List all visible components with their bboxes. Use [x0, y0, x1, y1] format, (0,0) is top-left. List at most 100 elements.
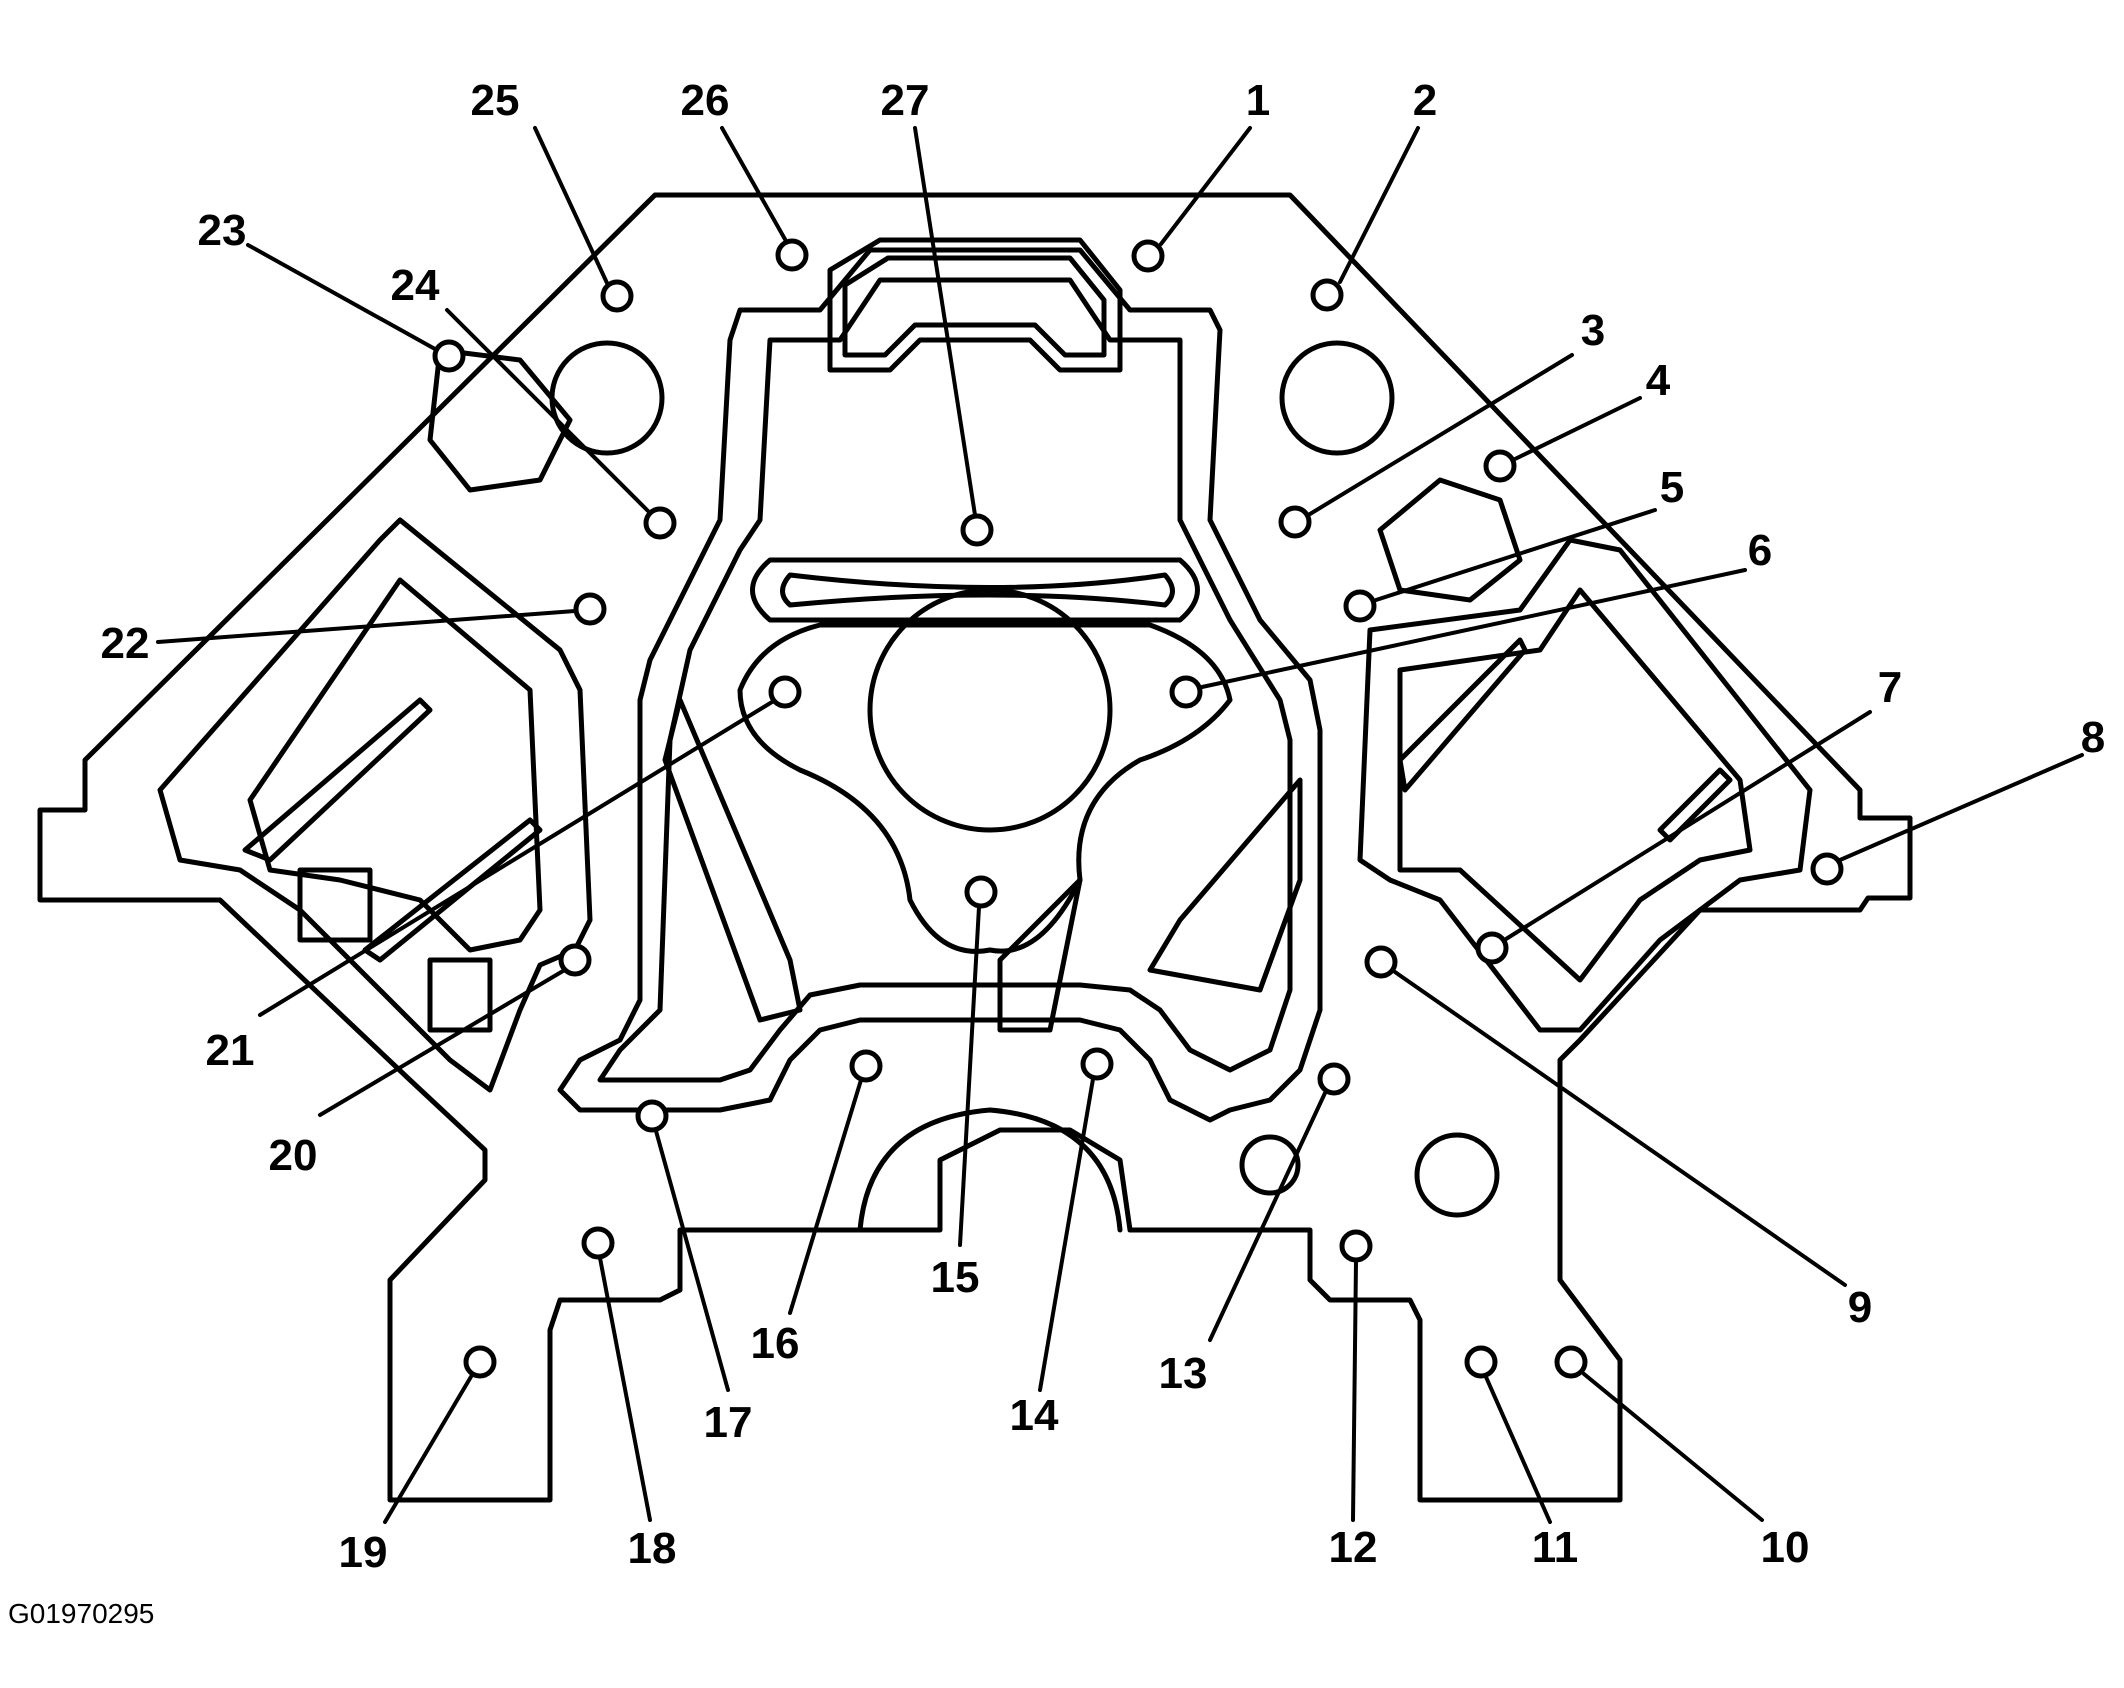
- bolt-hole-2: [1310, 278, 1344, 312]
- left-pad-1: [297, 867, 373, 943]
- callout-20: 20: [269, 1131, 318, 1180]
- right-rib-1: [1397, 637, 1528, 793]
- bolt-hole-11: [1464, 1345, 1498, 1379]
- bolt-hole-26: [775, 238, 809, 272]
- bolt-hole-22: [573, 592, 607, 626]
- leader-22: [156, 609, 577, 644]
- bolt-hole-10: [1554, 1345, 1588, 1379]
- left-rib-1: [242, 697, 433, 863]
- callout-22: 22: [101, 619, 150, 668]
- central-gasket-inner: [597, 277, 1293, 1083]
- bolt-hole-6: [1169, 675, 1203, 709]
- leader-20: [318, 969, 565, 1117]
- right-upper-bore: [1279, 340, 1395, 456]
- callout-8: 8: [2081, 713, 2105, 762]
- callout-12: 12: [1329, 1523, 1378, 1572]
- leader-7: [1504, 710, 1872, 941]
- bolt-hole-20: [558, 943, 592, 977]
- bolt-hole-3: [1278, 505, 1312, 539]
- callout-26: 26: [681, 76, 730, 125]
- bolt-hole-7: [1475, 931, 1509, 965]
- callout-23: 23: [198, 206, 247, 255]
- leader-3: [1308, 353, 1574, 516]
- leader-6: [1200, 568, 1747, 689]
- callout-14: 14: [1010, 1391, 1059, 1440]
- leader-25: [533, 126, 609, 285]
- center-web: [997, 877, 1083, 1033]
- right-pad-1: [1377, 477, 1523, 603]
- leader-5: [1374, 508, 1657, 602]
- callout-18: 18: [628, 1524, 677, 1573]
- bolt-hole-25: [600, 279, 634, 313]
- callout-5: 5: [1660, 463, 1684, 512]
- callout-11: 11: [1532, 1523, 1579, 1572]
- callout-19: 19: [339, 1528, 388, 1577]
- leader-9: [1393, 970, 1847, 1287]
- leader-23: [246, 243, 437, 351]
- lower-right-bore: [1414, 1132, 1500, 1218]
- crank-bore-arc: [857, 1107, 1123, 1233]
- bolt-hole-14: [1080, 1047, 1114, 1081]
- upper-window-inner: [842, 255, 1107, 358]
- bolt-hole-19: [463, 1345, 497, 1379]
- bolt-hole-4: [1483, 449, 1517, 483]
- left-bank-panel: [157, 517, 593, 1093]
- cross-bar: [750, 557, 1200, 623]
- leader-19: [383, 1373, 474, 1524]
- upper-window: [827, 237, 1123, 373]
- left-bank-inner-panel: [247, 577, 543, 953]
- callout-21: 21: [206, 1026, 255, 1075]
- leader-13: [1208, 1091, 1327, 1342]
- bolt-hole-27: [960, 513, 994, 547]
- bolt-hole-24: [643, 506, 677, 540]
- lower-center-bore: [1239, 1134, 1301, 1196]
- bolt-hole-15: [964, 875, 998, 909]
- bolt-hole-21: [768, 675, 802, 709]
- leader-24: [445, 308, 650, 513]
- callout-24: 24: [391, 261, 440, 310]
- callout-16: 16: [751, 1319, 800, 1368]
- callout-4: 4: [1646, 356, 1671, 405]
- leader-1: [1159, 126, 1252, 246]
- leader-2: [1338, 126, 1420, 284]
- bolt-hole-23: [432, 339, 466, 373]
- block-outer-outline: [37, 192, 1913, 1503]
- callout-25: 25: [471, 76, 520, 125]
- leader-18: [598, 1256, 652, 1522]
- callout-2: 2: [1413, 76, 1437, 125]
- leader-10: [1582, 1372, 1764, 1522]
- bolt-hole-17: [635, 1099, 669, 1133]
- left-rib-2: [362, 817, 543, 963]
- callout-27: 27: [881, 76, 930, 125]
- bolt-hole-12: [1339, 1229, 1373, 1263]
- callout-9: 9: [1848, 1283, 1872, 1332]
- callout-6: 6: [1748, 526, 1772, 575]
- right-bank-panel: [1357, 537, 1813, 1033]
- leader-15: [958, 905, 981, 1247]
- leader-4: [1513, 396, 1642, 461]
- leader-17: [654, 1129, 730, 1392]
- cross-bar-inner: [780, 572, 1175, 608]
- callout-15: 15: [931, 1253, 980, 1302]
- leader-12: [1351, 1259, 1358, 1522]
- left-pad-3: [427, 347, 573, 493]
- callout-17: 17: [704, 1398, 753, 1447]
- leader-8: [1838, 753, 2084, 862]
- cam-bore: [867, 587, 1113, 833]
- leader-26: [720, 126, 788, 243]
- callout-10: 10: [1761, 1523, 1810, 1572]
- lower-left-rib: [662, 697, 803, 1023]
- bolt-hole-18: [581, 1226, 615, 1260]
- figure-id: G01970295: [8, 1598, 155, 1629]
- leader-14: [1038, 1077, 1095, 1392]
- lower-right-rib: [1147, 777, 1303, 993]
- bolt-hole-5: [1343, 589, 1377, 623]
- bolt-hole-1: [1131, 239, 1165, 273]
- central-gasket-outline: [557, 247, 1323, 1123]
- leader-16: [788, 1078, 863, 1315]
- left-upper-bore: [549, 340, 665, 456]
- bolt-hole-16: [849, 1049, 883, 1083]
- bolt-hole-13: [1317, 1062, 1351, 1096]
- leader-21: [258, 700, 774, 1017]
